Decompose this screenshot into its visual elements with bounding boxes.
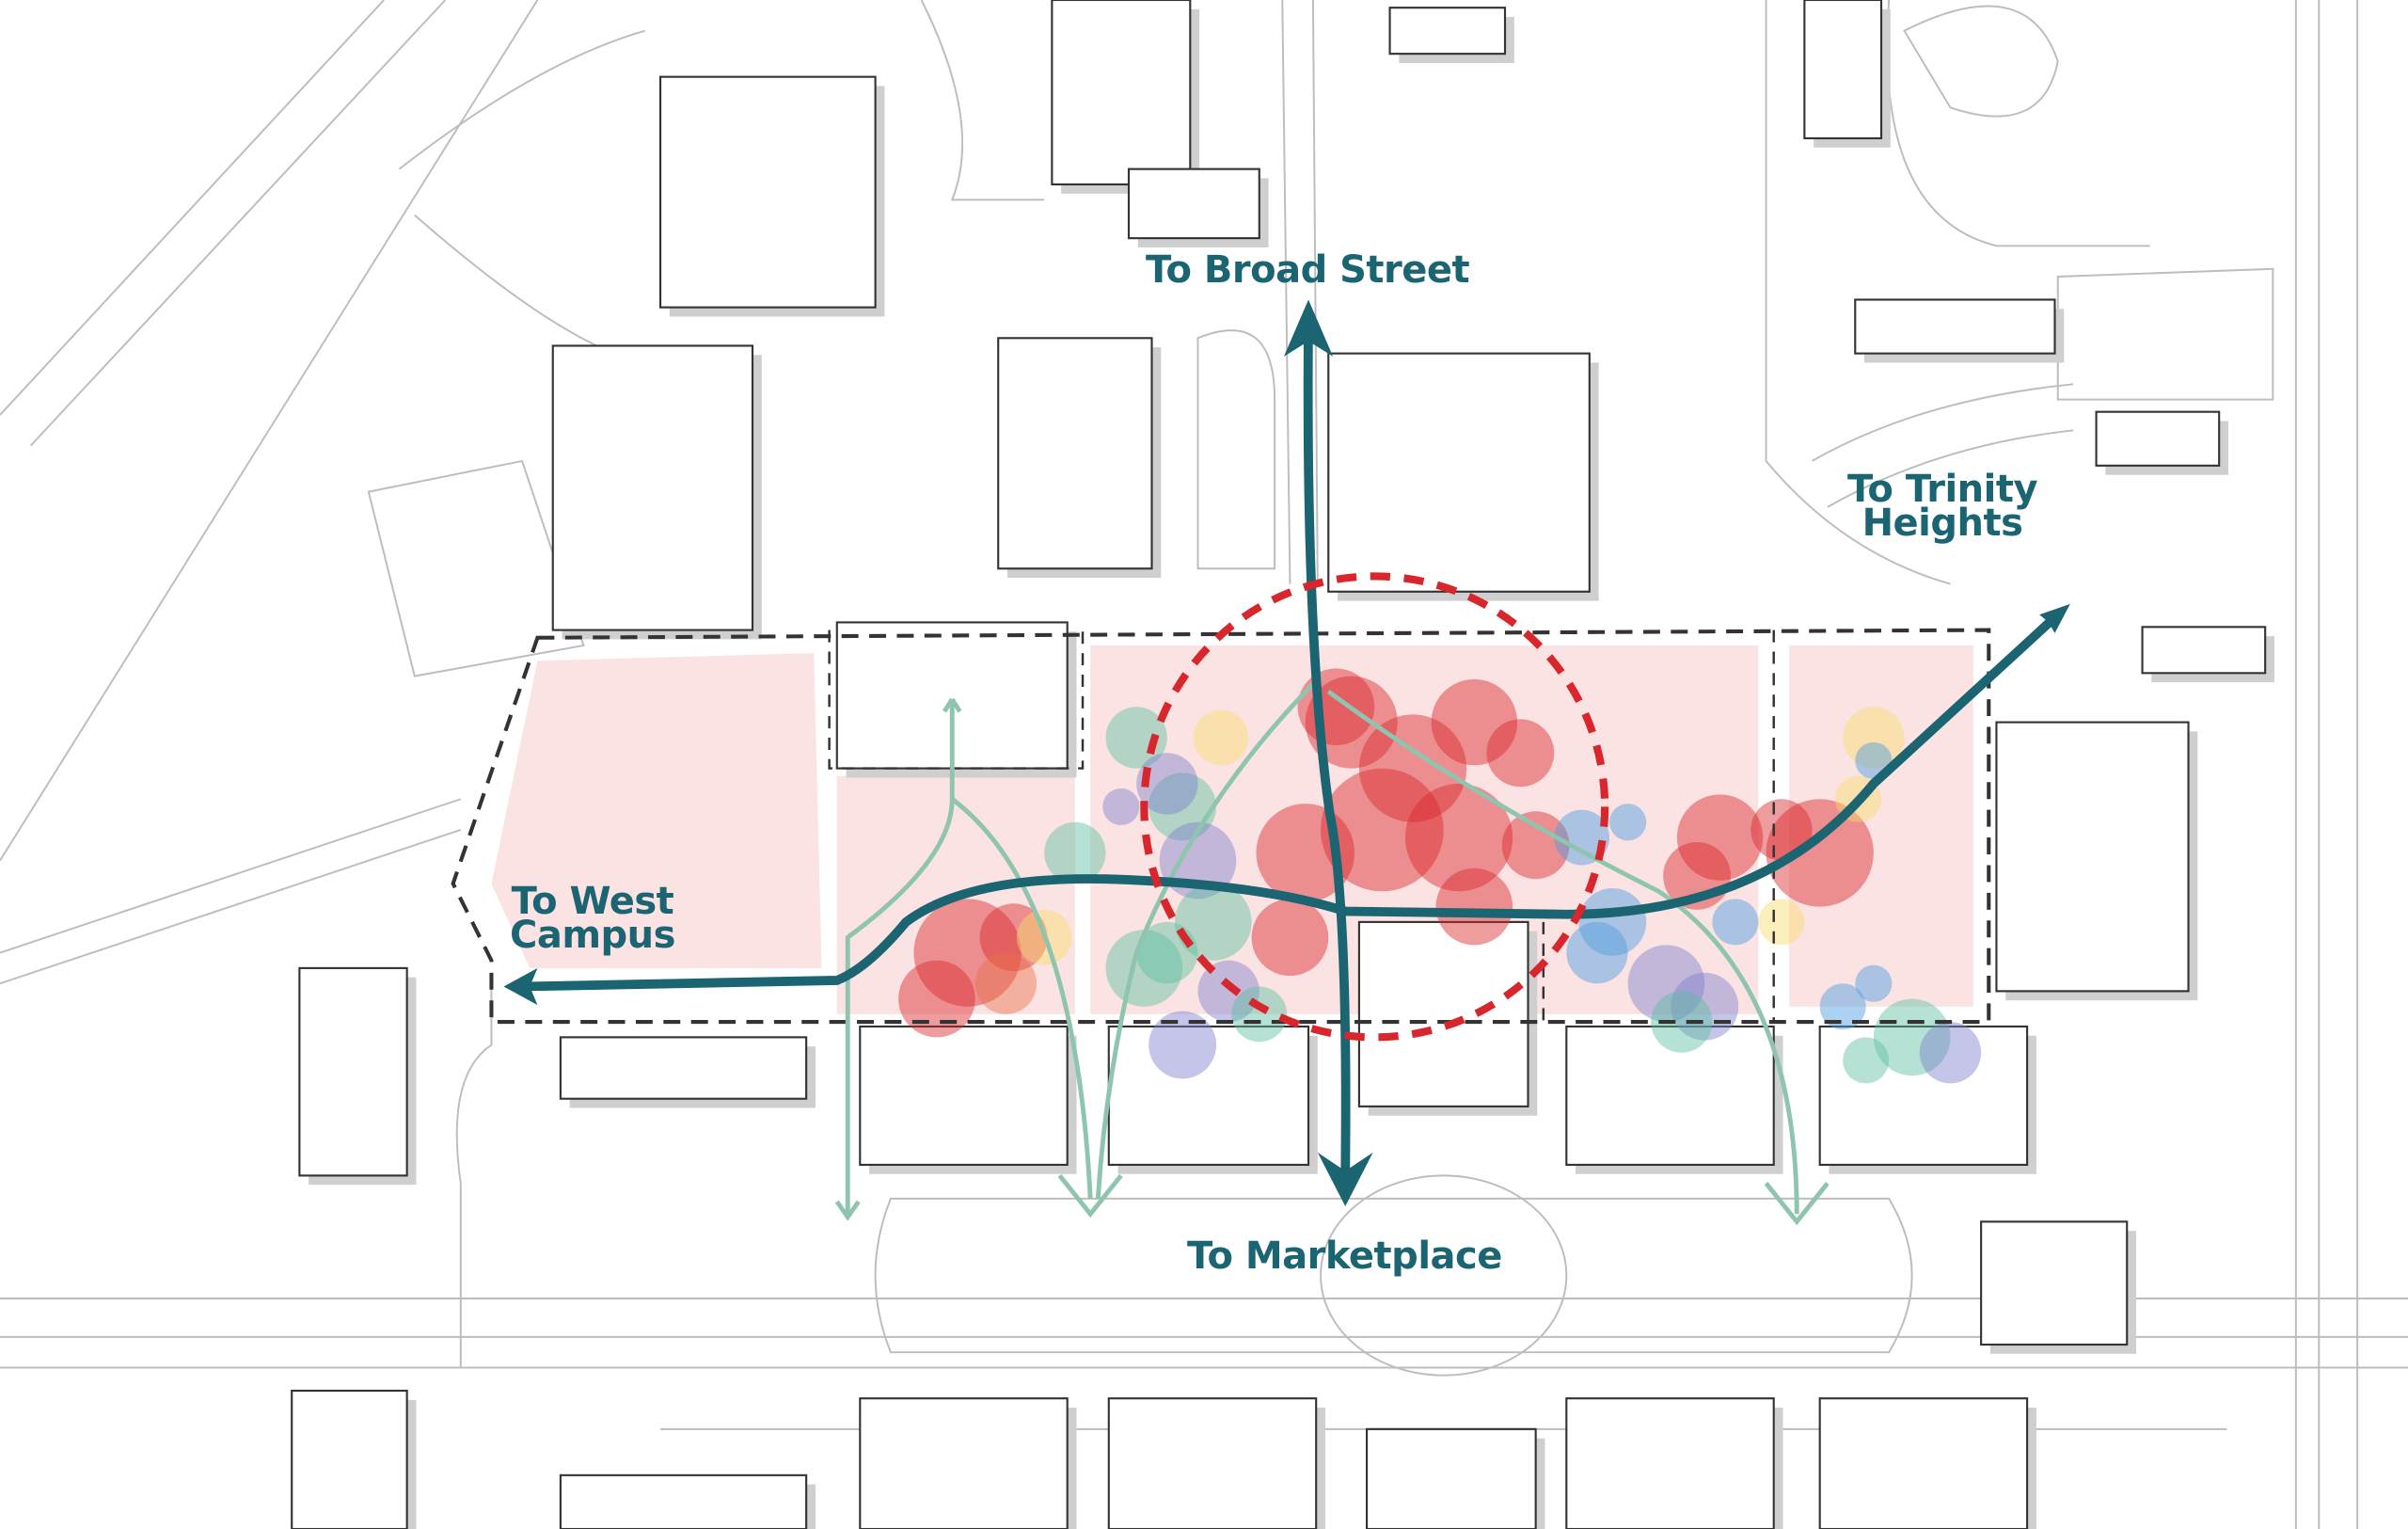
building xyxy=(298,966,408,1177)
building xyxy=(1388,7,1507,56)
study-boundary xyxy=(451,628,1991,1025)
activity-bubble xyxy=(1193,709,1249,766)
arrow-west-icon xyxy=(503,967,538,1006)
building xyxy=(1327,352,1591,593)
activity-bubble xyxy=(913,899,1022,1007)
activity-bubble xyxy=(1758,899,1805,946)
activity-bubble xyxy=(1197,960,1259,1023)
arrow-north-icon xyxy=(1283,299,1334,357)
east-west-route xyxy=(522,611,2062,992)
activity-bubble xyxy=(1843,1037,1890,1084)
building xyxy=(1854,298,2056,355)
primary-routes xyxy=(522,322,2062,1176)
activity-bubble xyxy=(898,960,975,1038)
building xyxy=(2141,626,2267,675)
north-south-route xyxy=(1303,322,1351,1176)
activity-bubble xyxy=(1044,821,1106,884)
building xyxy=(1980,1220,2129,1346)
building xyxy=(551,344,754,631)
activity-bubble xyxy=(1676,794,1764,881)
label-to-west-campus: To West Campus xyxy=(510,880,675,957)
activity-bubble xyxy=(1566,921,1628,984)
label-to-marketplace: To Marketplace xyxy=(1187,1234,1502,1278)
arrow-east-icon xyxy=(2039,603,2070,633)
activity-bubble xyxy=(1627,945,1705,1023)
building xyxy=(291,1389,408,1529)
building xyxy=(1127,167,1260,240)
activity-bubble xyxy=(1174,884,1252,961)
activity-bubble xyxy=(1305,676,1398,769)
activity-bubble xyxy=(1321,768,1444,892)
building xyxy=(1818,1397,2029,1529)
activity-bubble xyxy=(1358,714,1467,822)
building xyxy=(559,1036,808,1100)
activity-bubble xyxy=(1919,1022,1982,1084)
activity-bubble xyxy=(1136,753,1198,815)
building xyxy=(559,1473,808,1529)
activity-bubble xyxy=(979,903,1048,972)
activity-bubble xyxy=(1149,772,1217,841)
label-to-trinity-heights: To Trinity Heights xyxy=(1846,468,2038,545)
building xyxy=(1357,920,1529,1107)
building xyxy=(859,1025,1069,1167)
route-arrowheads xyxy=(503,299,2070,1207)
activity-bubble xyxy=(974,952,1038,1014)
building xyxy=(1565,1397,1775,1529)
focus-area-circle xyxy=(1140,572,1609,1042)
building xyxy=(1995,721,2190,993)
building xyxy=(1051,0,1192,186)
buildings xyxy=(291,0,2274,1529)
building xyxy=(1565,1025,1775,1167)
activity-bubble xyxy=(1149,1011,1217,1079)
building xyxy=(1818,1025,2029,1167)
activity-bubble xyxy=(1105,930,1183,1007)
activity-bubble xyxy=(1486,719,1555,788)
activity-bubble xyxy=(1819,983,1866,1030)
activity-bubble xyxy=(1609,804,1647,841)
secondary-routes xyxy=(834,674,1830,1226)
activity-bubble xyxy=(1431,678,1518,766)
building xyxy=(1803,0,1883,140)
activity-bubble xyxy=(1651,991,1713,1053)
activity-bubble xyxy=(1873,998,1951,1076)
activity-bubble xyxy=(1501,811,1570,880)
activity-bubble xyxy=(1297,668,1375,746)
activity-bubble xyxy=(1751,799,1813,861)
activity-bubble xyxy=(1712,899,1759,946)
activity-bubble xyxy=(1855,964,1893,1002)
building xyxy=(1107,1025,1310,1167)
activity-bubble xyxy=(1435,868,1513,946)
building xyxy=(658,75,877,309)
building xyxy=(859,1397,1069,1529)
activity-bubble xyxy=(1251,899,1329,977)
building xyxy=(997,337,1153,570)
site-area xyxy=(491,645,1973,1014)
activity-bubble xyxy=(1766,799,1874,907)
arrow-south-icon xyxy=(1317,1152,1373,1207)
building xyxy=(2095,410,2221,467)
label-to-broad-street: To Broad Street xyxy=(1146,248,1470,292)
activity-bubble xyxy=(1404,783,1513,892)
activity-bubble xyxy=(1231,986,1288,1043)
building xyxy=(1366,1427,1537,1529)
activity-bubble xyxy=(1843,707,1905,769)
activity-bubble xyxy=(1578,887,1647,956)
activity-bubble xyxy=(1102,788,1140,826)
activity-bubble xyxy=(1554,809,1610,866)
building xyxy=(1107,1397,1318,1529)
